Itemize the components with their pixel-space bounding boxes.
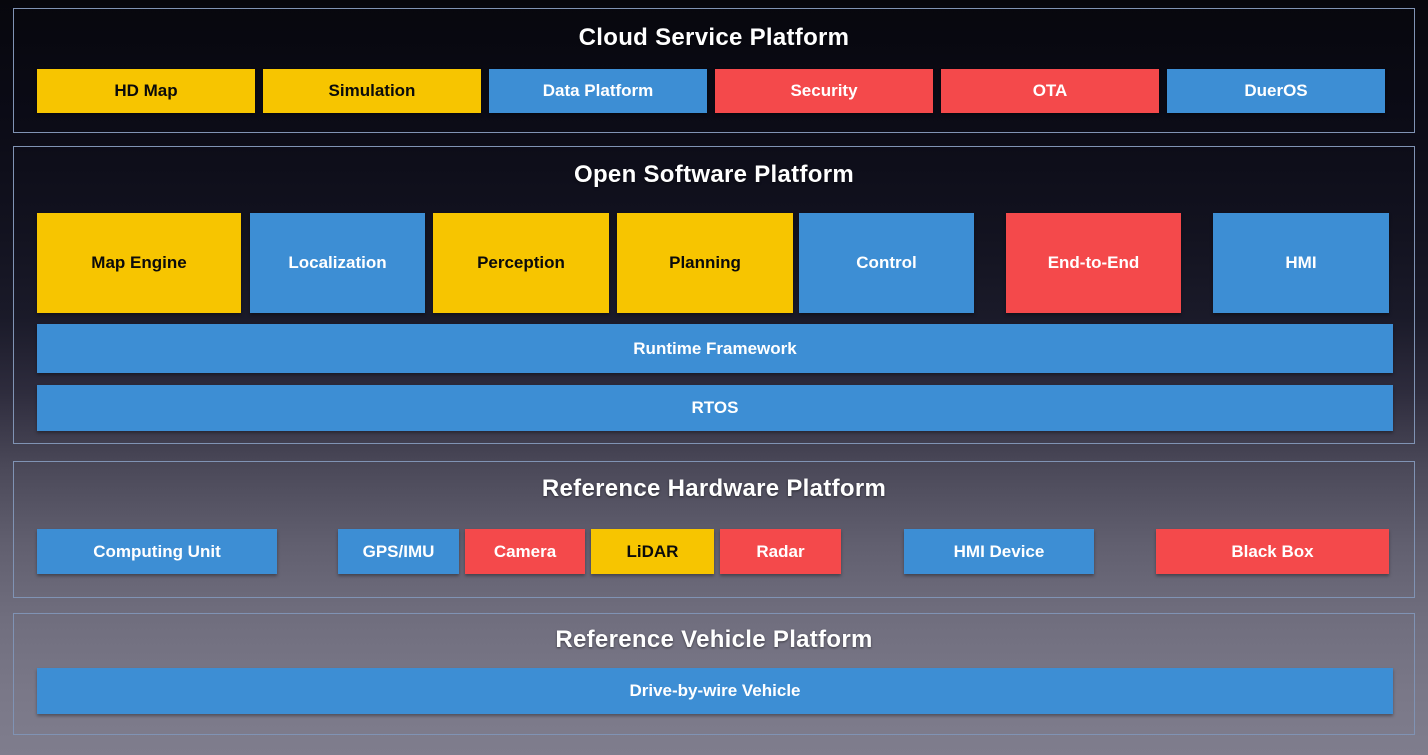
section-title-reference-vehicle-platform: Reference Vehicle Platform <box>555 626 873 653</box>
section-title-reference-hardware-platform: Reference Hardware Platform <box>541 475 887 502</box>
box-control: Control <box>799 213 974 313</box>
box-simulation: Simulation <box>263 69 481 113</box>
box-data-platform: Data Platform <box>489 69 707 113</box>
cloud-services-row: HD Map Simulation Data Platform Security… <box>14 69 1414 113</box>
section-reference-hardware-platform: Reference Hardware Platform Computing Un… <box>13 461 1415 598</box>
section-title-cloud-service-platform: Cloud Service Platform <box>578 24 850 51</box>
hardware-row: Computing Unit GPS/IMU Camera LiDAR Rada… <box>14 529 1414 574</box>
bar-runtime-framework: Runtime Framework <box>37 324 1393 373</box>
box-perception: Perception <box>433 213 609 313</box>
box-dueros: DuerOS <box>1167 69 1385 113</box>
section-title-open-software-platform: Open Software Platform <box>574 161 854 188</box>
box-hmi: HMI <box>1213 213 1389 313</box>
bar-drive-by-wire-vehicle: Drive-by-wire Vehicle <box>37 668 1393 714</box>
section-cloud-service-platform: Cloud Service Platform HD Map Simulation… <box>13 8 1415 133</box>
box-planning: Planning <box>617 213 793 313</box>
bar-rtos: RTOS <box>37 385 1393 431</box>
section-reference-vehicle-platform: Reference Vehicle Platform Drive-by-wire… <box>13 613 1415 735</box>
box-lidar: LiDAR <box>591 529 714 574</box>
box-gps-imu: GPS/IMU <box>338 529 459 574</box>
section-open-software-platform: Open Software Platform Map Engine Locali… <box>13 146 1415 444</box>
box-hd-map: HD Map <box>37 69 255 113</box>
box-map-engine: Map Engine <box>37 213 241 313</box>
software-modules-row: Map Engine Localization Perception Plann… <box>14 213 1414 313</box>
box-end-to-end: End-to-End <box>1006 213 1181 313</box>
box-security: Security <box>715 69 933 113</box>
box-localization: Localization <box>250 213 425 313</box>
box-ota: OTA <box>941 69 1159 113</box>
box-radar: Radar <box>720 529 841 574</box>
box-computing-unit: Computing Unit <box>37 529 277 574</box>
box-camera: Camera <box>465 529 585 574</box>
box-black-box: Black Box <box>1156 529 1389 574</box>
box-hmi-device: HMI Device <box>904 529 1094 574</box>
